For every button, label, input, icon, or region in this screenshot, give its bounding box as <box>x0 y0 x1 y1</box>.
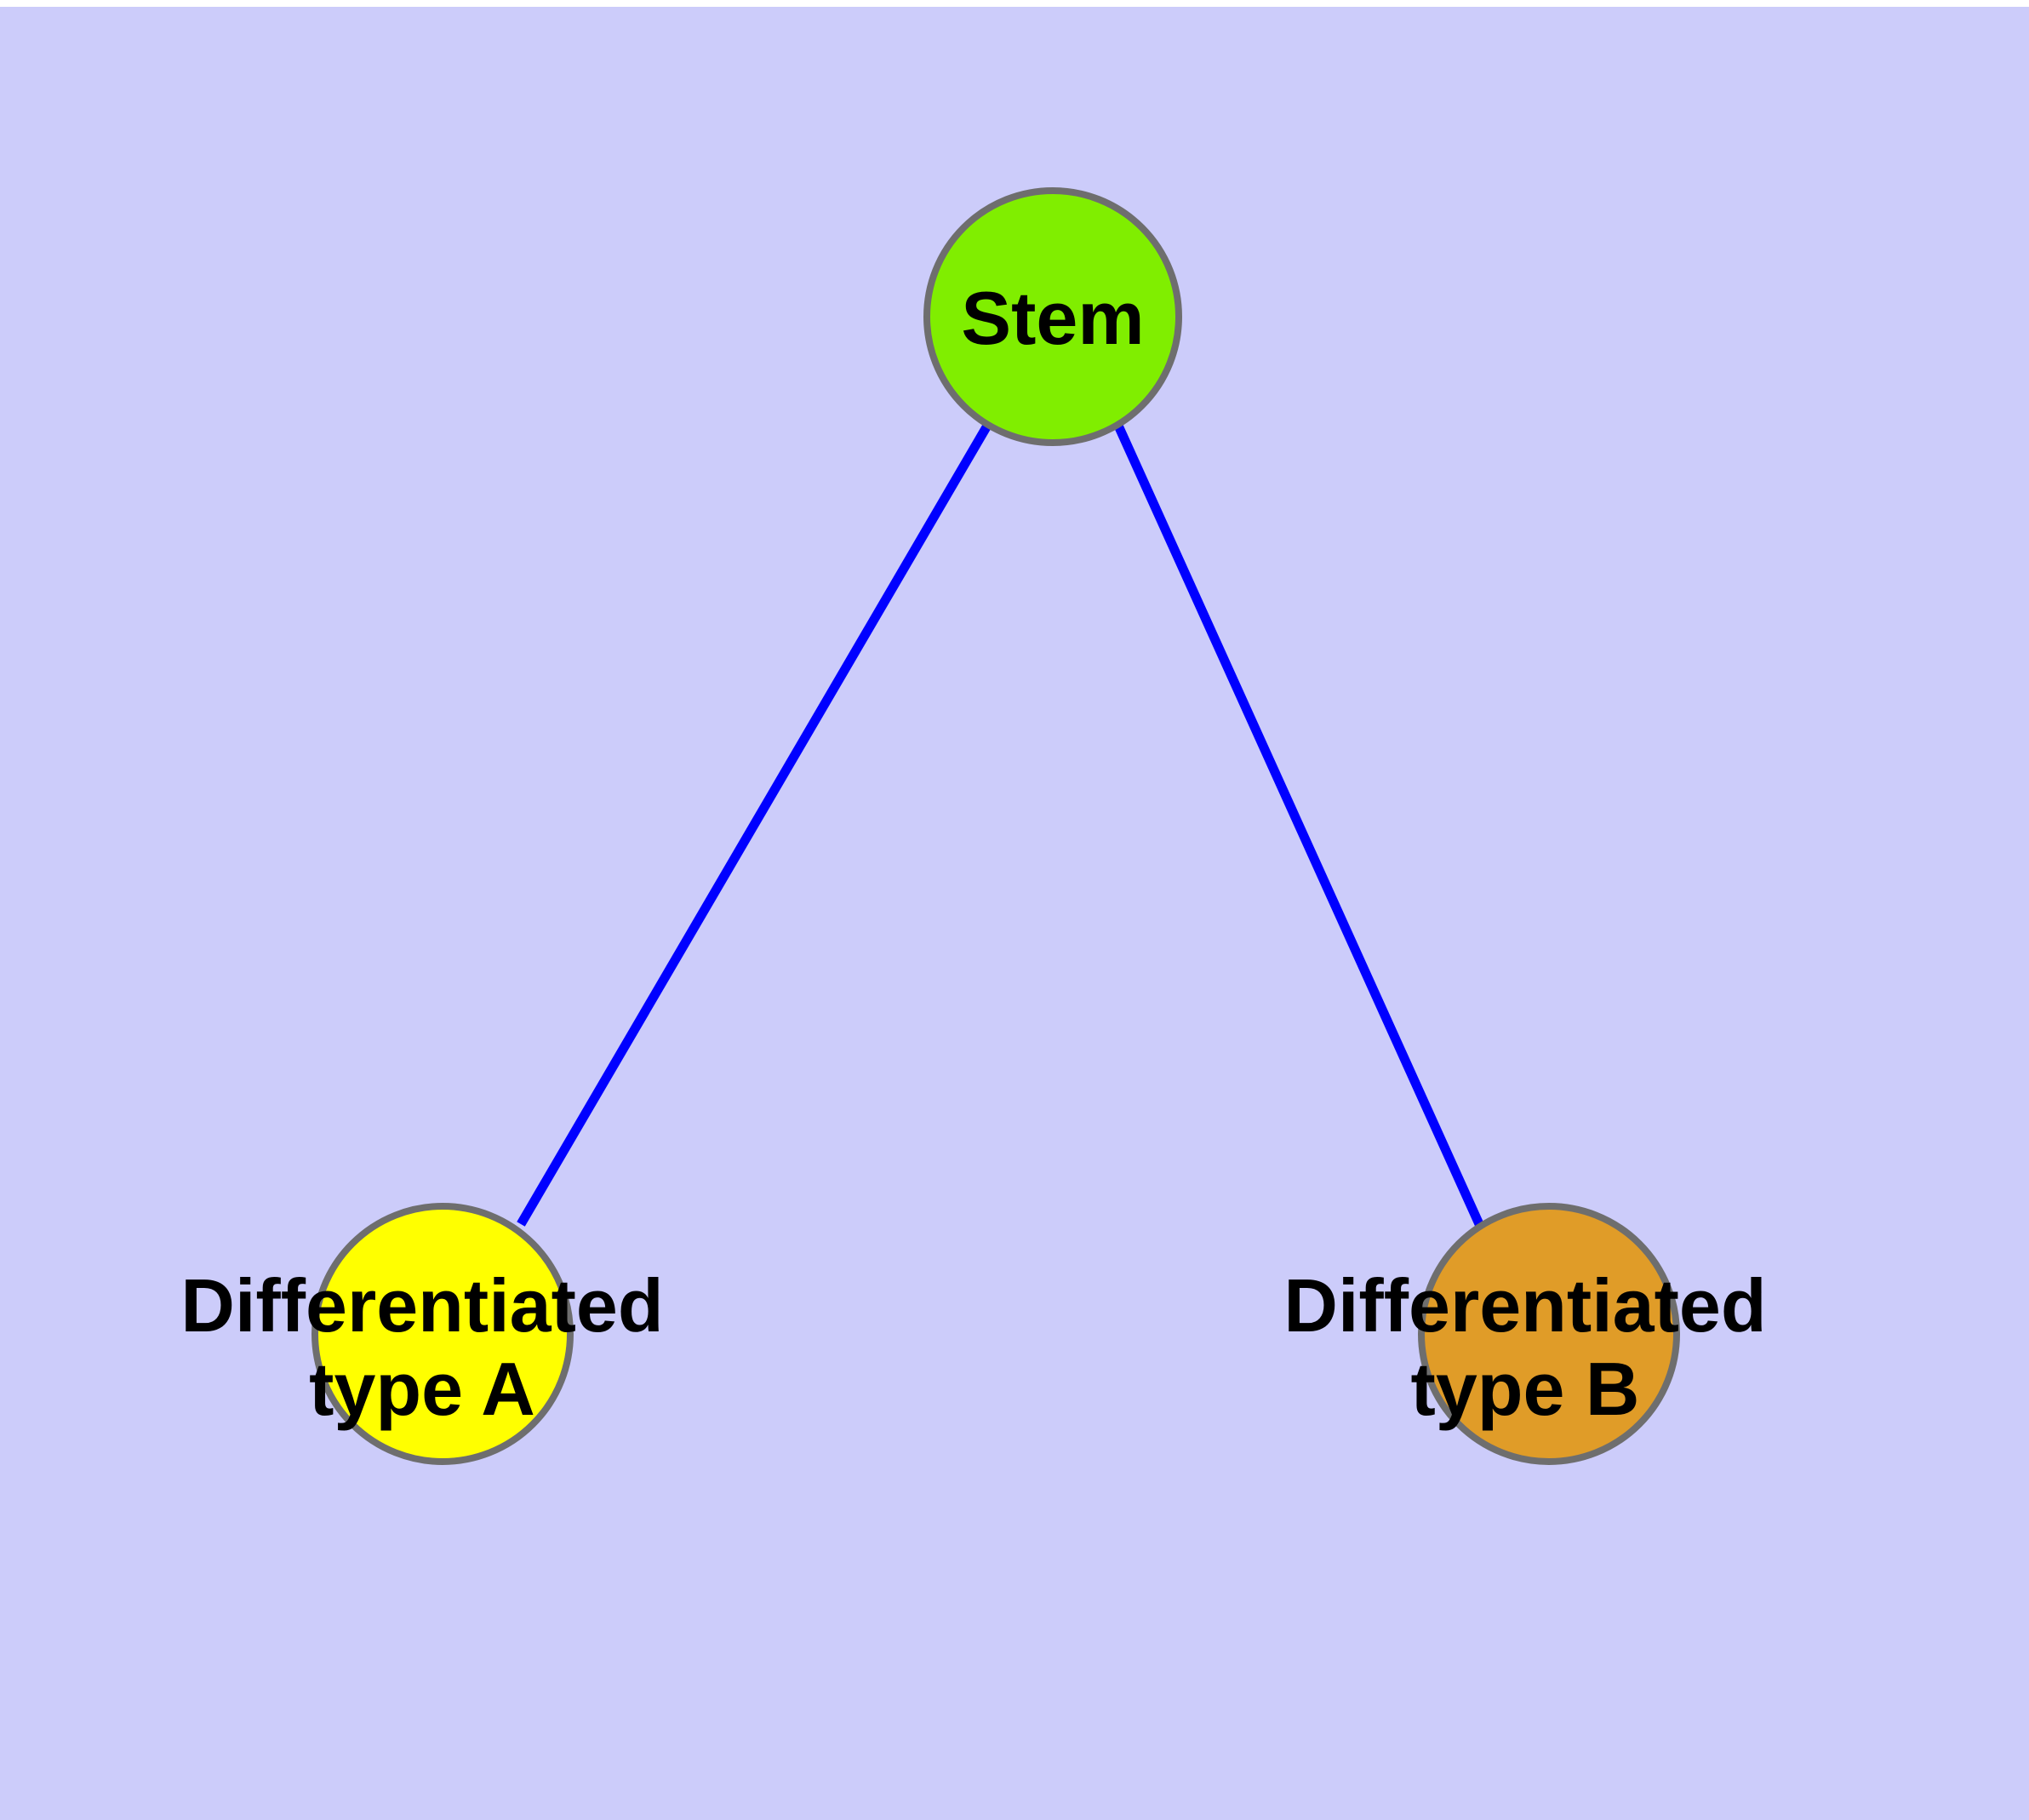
edge-stem-to-differentiated-type-b[interactable] <box>1113 423 1484 1227</box>
edge-stem-to-differentiated-type-a[interactable] <box>517 423 992 1227</box>
node-differentiated-type-b[interactable] <box>1418 1203 1680 1465</box>
node-label-differentiated-type-b-line2: type B <box>1411 1347 1640 1431</box>
node-label-differentiated-type-a-line2: type A <box>309 1347 535 1431</box>
edge-layer <box>517 423 1484 1227</box>
node-layer <box>311 187 1680 1465</box>
node-label-stem: Stem <box>961 276 1144 360</box>
node-stem[interactable] <box>923 187 1182 446</box>
node-differentiated-type-a[interactable] <box>311 1203 574 1465</box>
node-label-differentiated-type-b-line1: Differentiated <box>1283 1263 1766 1348</box>
label-layer: Stem Differentiated type A Differentiate… <box>180 276 1766 1431</box>
node-label-differentiated-type-a-line1: Differentiated <box>180 1263 663 1348</box>
